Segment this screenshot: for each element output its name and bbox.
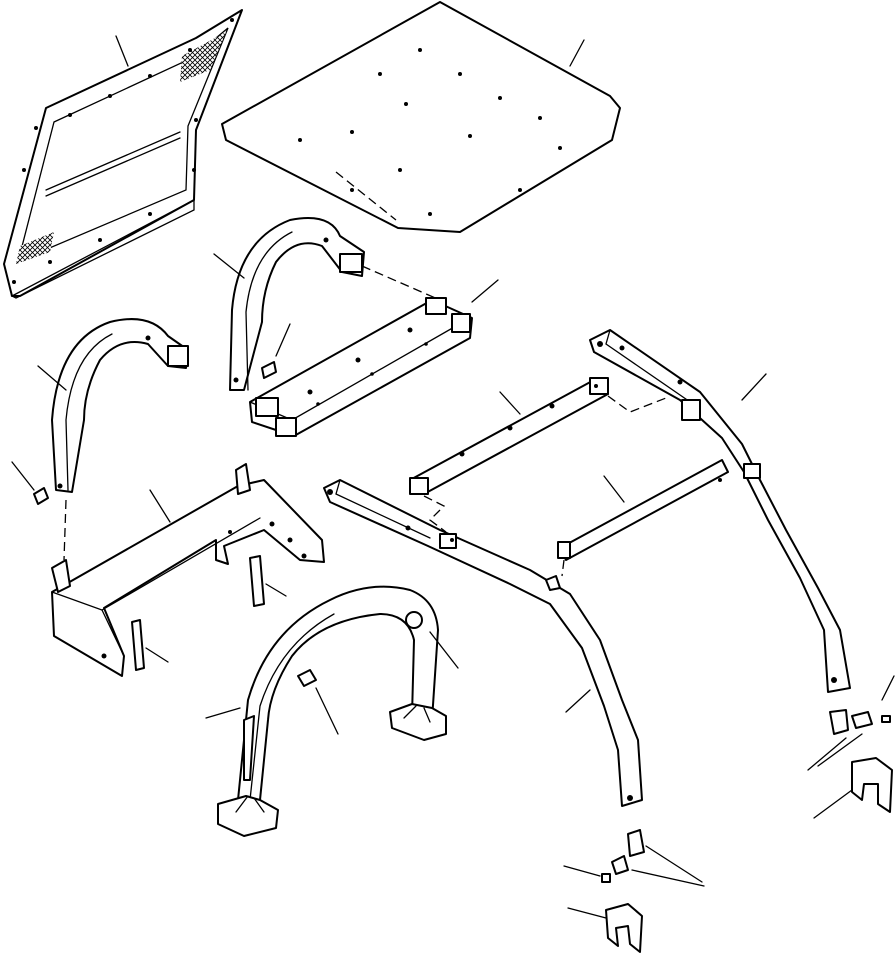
cross-beam xyxy=(249,279,499,437)
right-side-rail xyxy=(589,329,851,693)
bushing xyxy=(807,675,895,771)
left-arch xyxy=(37,318,189,493)
bolt xyxy=(261,323,291,379)
side-screen-panel xyxy=(3,9,243,299)
clip xyxy=(813,757,893,819)
plate xyxy=(131,619,169,671)
roof-panel xyxy=(221,1,621,233)
clip xyxy=(567,903,643,953)
front-arch xyxy=(213,217,441,391)
long-side-rail xyxy=(323,479,643,807)
bolt xyxy=(11,461,49,505)
upper-crossbar xyxy=(409,377,667,495)
lower-crossbar xyxy=(557,459,729,577)
bushing xyxy=(563,829,705,887)
rollover-frame xyxy=(205,585,459,837)
plate xyxy=(249,555,287,607)
base-bracket xyxy=(51,463,325,677)
